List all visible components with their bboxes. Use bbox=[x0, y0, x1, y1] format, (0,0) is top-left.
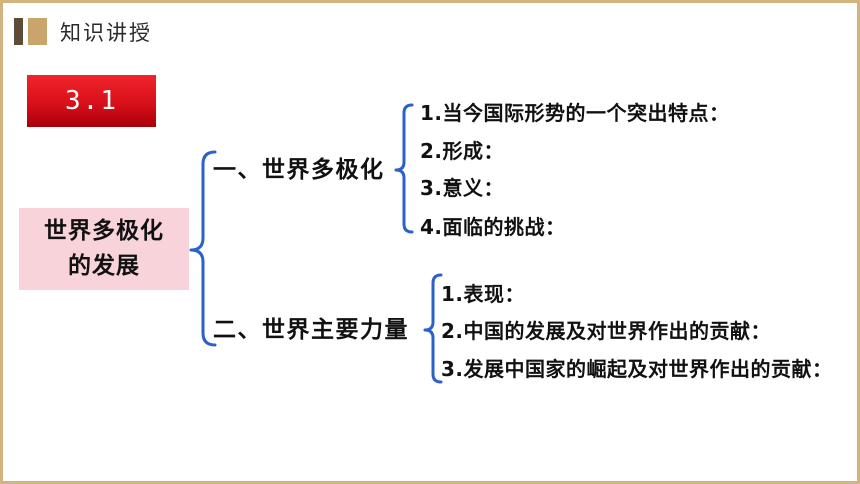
branch-1-item: 3.意义： bbox=[420, 176, 505, 200]
section-number-badge: 3.1 bbox=[27, 75, 156, 127]
topic-line-1: 世界多极化 bbox=[44, 218, 164, 244]
branch-1-item: 1.当今国际形势的一个突出特点： bbox=[420, 101, 730, 125]
topic-line-2: 的发展 bbox=[68, 253, 140, 279]
header-bar-light bbox=[28, 18, 47, 45]
branch-2-item: 1.表现： bbox=[441, 282, 526, 306]
branch-1-brace bbox=[394, 103, 414, 234]
branch-1-item: 2.形成： bbox=[420, 139, 505, 163]
topic-box: 世界多极化 的发展 bbox=[19, 208, 189, 290]
branch-2-item: 3.发展中国家的崛起及对世界作出的贡献： bbox=[441, 357, 833, 381]
main-brace bbox=[189, 150, 217, 347]
branch-2-brace bbox=[423, 273, 443, 384]
branch-2-heading: 二、世界主要力量 bbox=[213, 317, 409, 343]
branch-1-heading: 一、世界多极化 bbox=[213, 157, 385, 183]
header-bar-dark bbox=[14, 18, 23, 45]
branch-2-item: 2.中国的发展及对世界作出的贡献： bbox=[441, 319, 772, 343]
header-title: 知识讲授 bbox=[60, 21, 152, 45]
branch-1-item: 4.面临的挑战： bbox=[420, 215, 566, 239]
